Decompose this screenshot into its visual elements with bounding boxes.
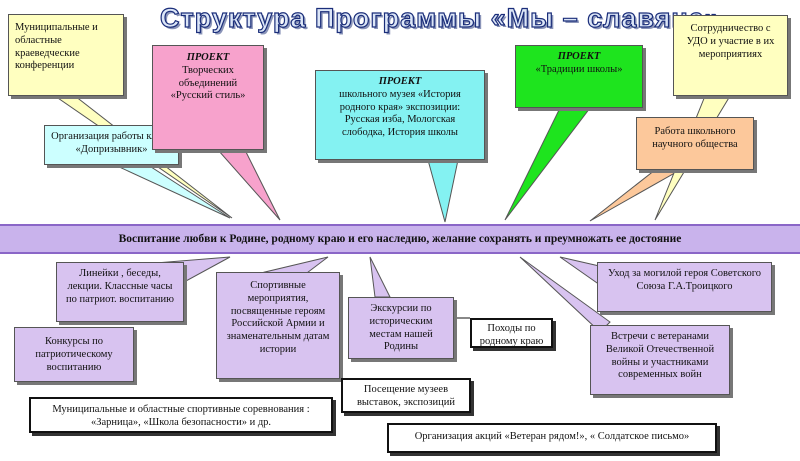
project-museum-label: ПРОЕКТ [378,76,422,87]
project-traditions-text: «Традиции школы» [535,63,623,75]
box-science-society: Работа школьного научного общества [636,117,754,170]
box-contests: Конкурсы по патриотическому воспитанию [14,327,134,382]
diagram-title: Структура Программы «Мы – славяне» [159,2,721,33]
box-project-museum: ПРОЕКТ школьного музея «История родного … [315,70,485,160]
box-excursions: Экскурсии по историческим местам нашей Р… [348,297,454,359]
box-museum-visits: Посещение музеев выставок, экспозиций [341,378,471,413]
box-club: Организация работы клуба «Допризывник» [44,125,179,165]
box-project-style: ПРОЕКТ Творческих объединений «Русский с… [152,45,264,150]
box-lineups: Линейки , беседы, лекции. Классные часы … [56,262,184,322]
project-style-text: Творческих объединений «Русский стиль» [170,64,246,102]
tail-project-museum [427,159,459,223]
project-museum-text: школьного музея «История родного края» э… [339,88,461,139]
project-style-label: ПРОЕКТ [186,52,230,63]
box-veterans-meetings: Встречи с ветеранами Великой Отечественн… [590,325,730,395]
box-hikes: Походы по родному краю [470,318,553,348]
box-project-traditions: ПРОЕКТ «Традиции школы» [515,45,643,108]
box-veteran-actions: Организация акций «Ветеран рядом!», « Со… [387,423,717,453]
box-grave-care: Уход за могилой героя Советского Союза Г… [597,262,772,312]
tail-science [589,169,682,222]
tail-excursions [369,256,391,298]
box-conferences: Муниципальные и областные краеведческие … [8,14,124,96]
box-cooperation: Сотрудничество с УДО и участие в их меро… [673,15,788,96]
tail-project-traditions [504,107,592,221]
tail-club [114,164,231,219]
box-sport-events: Спортивные мероприятия, посвященные геро… [216,272,340,379]
box-sport-competitions: Муниципальные и областные спортивные сор… [29,397,333,433]
project-traditions-label: ПРОЕКТ [557,51,601,62]
central-goal-band: Воспитание любви к Родине, родному краю … [0,224,800,254]
tail-project-style [216,149,281,221]
